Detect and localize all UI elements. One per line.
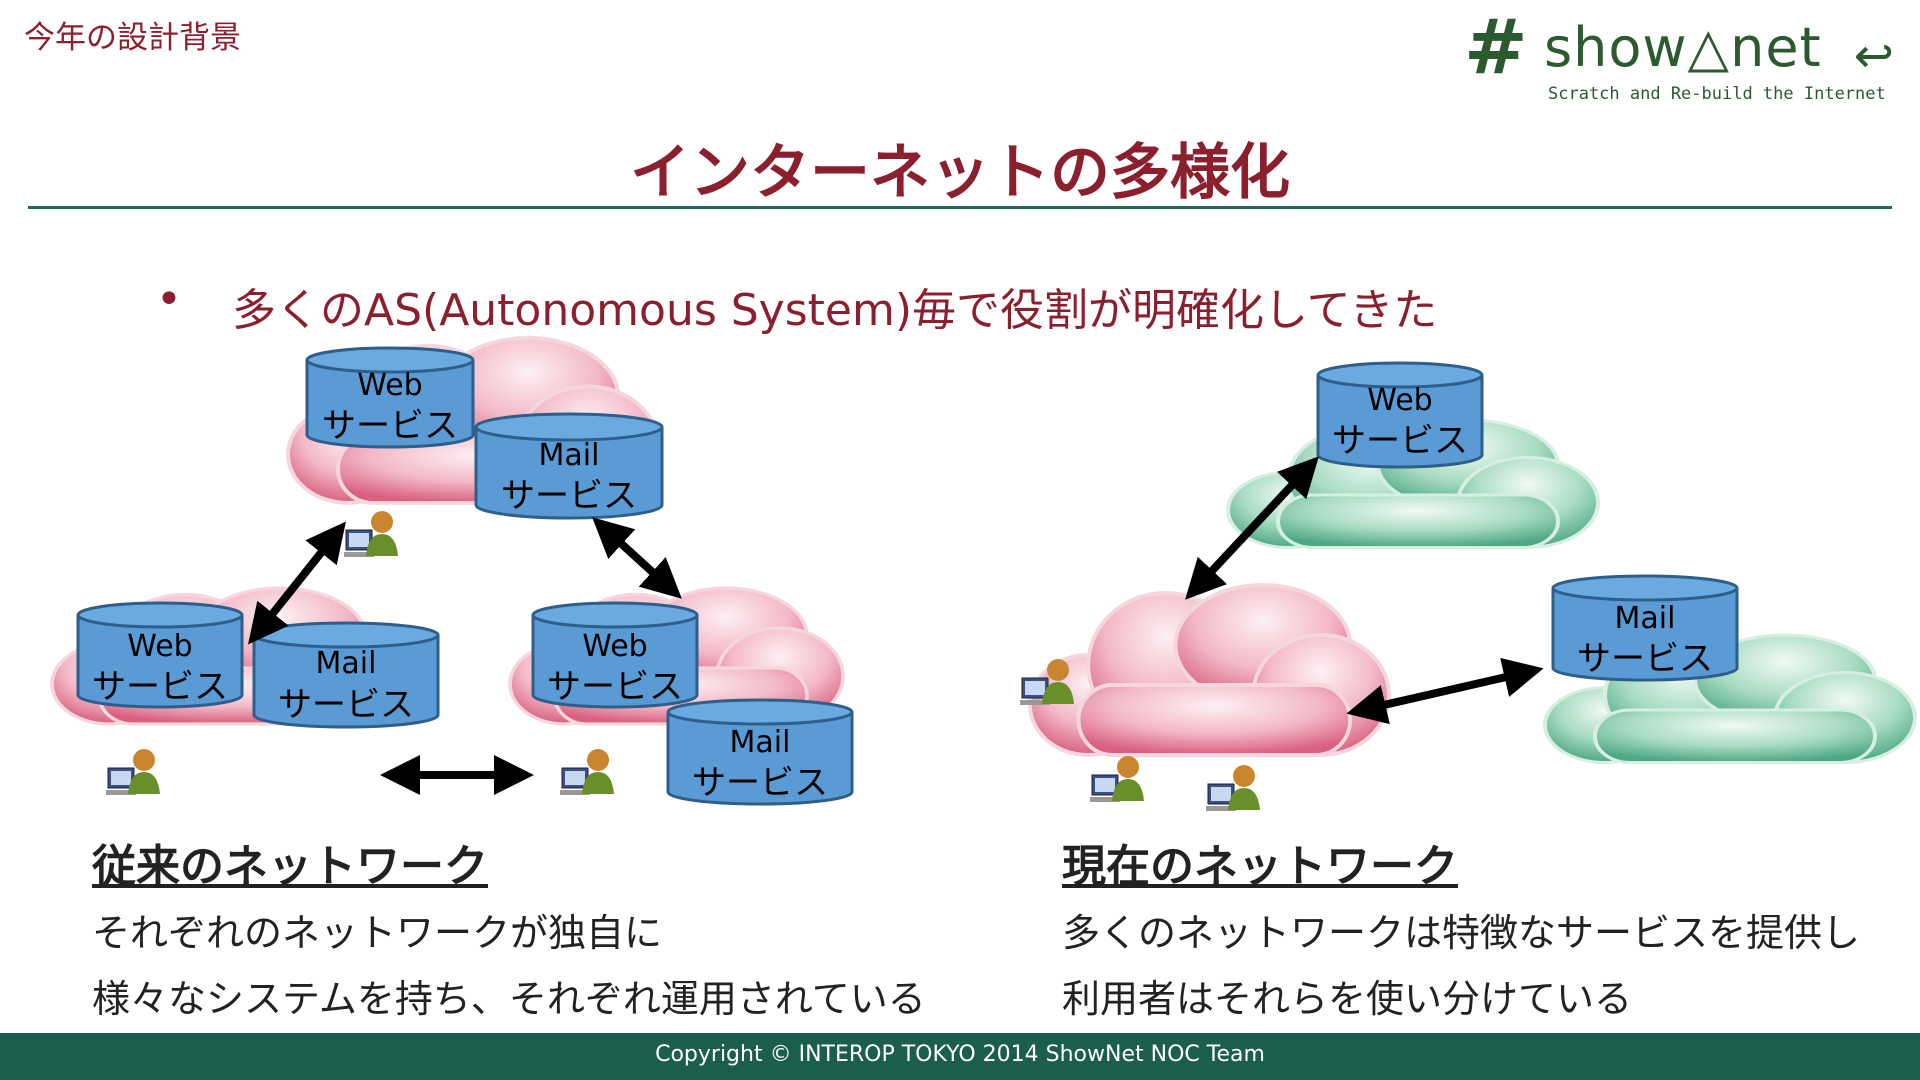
user-icon: [105, 748, 161, 796]
legacy-line-2: 様々なシステムを持ち、それぞれ運用されている: [92, 977, 926, 1021]
hash-icon: #: [1464, 2, 1528, 91]
current-line-1: 多くのネットワークは特徴なサービスを提供し: [1062, 911, 1861, 955]
footer-copyright: Copyright © INTEROP TOKYO 2014 ShowNet N…: [655, 1042, 1265, 1067]
page-title: インターネットの多様化: [630, 138, 1290, 208]
db-label-web: Web: [127, 629, 192, 664]
bullet-text: 多くのAS(Autonomous System)毎で役割が明確化してきた: [232, 285, 1438, 336]
db-label-web: Web: [582, 629, 647, 664]
db-label-service: サービス: [501, 476, 637, 516]
legacy-web-db-top: Web サービス: [305, 346, 475, 449]
logo-brand: show△net: [1544, 16, 1822, 79]
legacy-web-db-left: Web サービス: [76, 601, 244, 709]
logo-tagline: Scratch and Re-build the Internet: [1548, 84, 1886, 104]
link-arrow: [1185, 456, 1319, 600]
db-label-web: Web: [1367, 383, 1432, 418]
return-arrow-icon: ↩: [1853, 28, 1894, 84]
legacy-mail-db-left: Mail サービス: [252, 621, 440, 729]
link-arrow: [1346, 657, 1544, 725]
db-label-web: Web: [357, 368, 422, 403]
user-icon: [1205, 764, 1261, 812]
footer-bar: [0, 1033, 1920, 1080]
legacy-line-1: それぞれのネットワークが独自に: [92, 911, 663, 955]
db-label-mail: Mail: [1615, 601, 1676, 636]
user-icon: [1089, 755, 1145, 803]
current-mail-db: Mail サービス: [1551, 574, 1739, 682]
db-label-service: サービス: [1577, 639, 1713, 679]
db-label-service: サービス: [547, 667, 683, 707]
db-label-service: サービス: [322, 406, 458, 446]
db-label-mail: Mail: [316, 646, 377, 681]
current-line-2: 利用者はそれらを使い分けている: [1062, 977, 1633, 1021]
link-arrow: [248, 521, 346, 645]
legacy-heading: 従来のネットワーク: [92, 841, 488, 892]
db-label-mail: Mail: [730, 725, 791, 760]
shownet-logo: # show△net ↩ Scratch and Re-build the In…: [1464, 2, 1894, 108]
user-icon: [343, 510, 399, 558]
db-label-service: サービス: [1332, 421, 1468, 461]
bullet-marker: •: [156, 274, 182, 325]
db-label-service: サービス: [92, 667, 228, 707]
section-label: 今年の設計背景: [24, 20, 241, 56]
link-arrow: [592, 517, 682, 599]
title-divider: [28, 206, 1892, 209]
current-cloud-pink: [1028, 583, 1391, 757]
legacy-web-db-right: Web サービス: [531, 601, 699, 709]
db-label-mail: Mail: [539, 438, 600, 473]
current-heading: 現在のネットワーク: [1062, 841, 1458, 892]
current-web-db: Web サービス: [1316, 361, 1484, 469]
user-icon: [559, 748, 615, 796]
legacy-mail-db-top: Mail サービス: [474, 412, 664, 520]
legacy-mail-db-right: Mail サービス: [666, 698, 854, 806]
db-label-service: サービス: [278, 685, 414, 725]
db-label-service: サービス: [692, 763, 828, 803]
